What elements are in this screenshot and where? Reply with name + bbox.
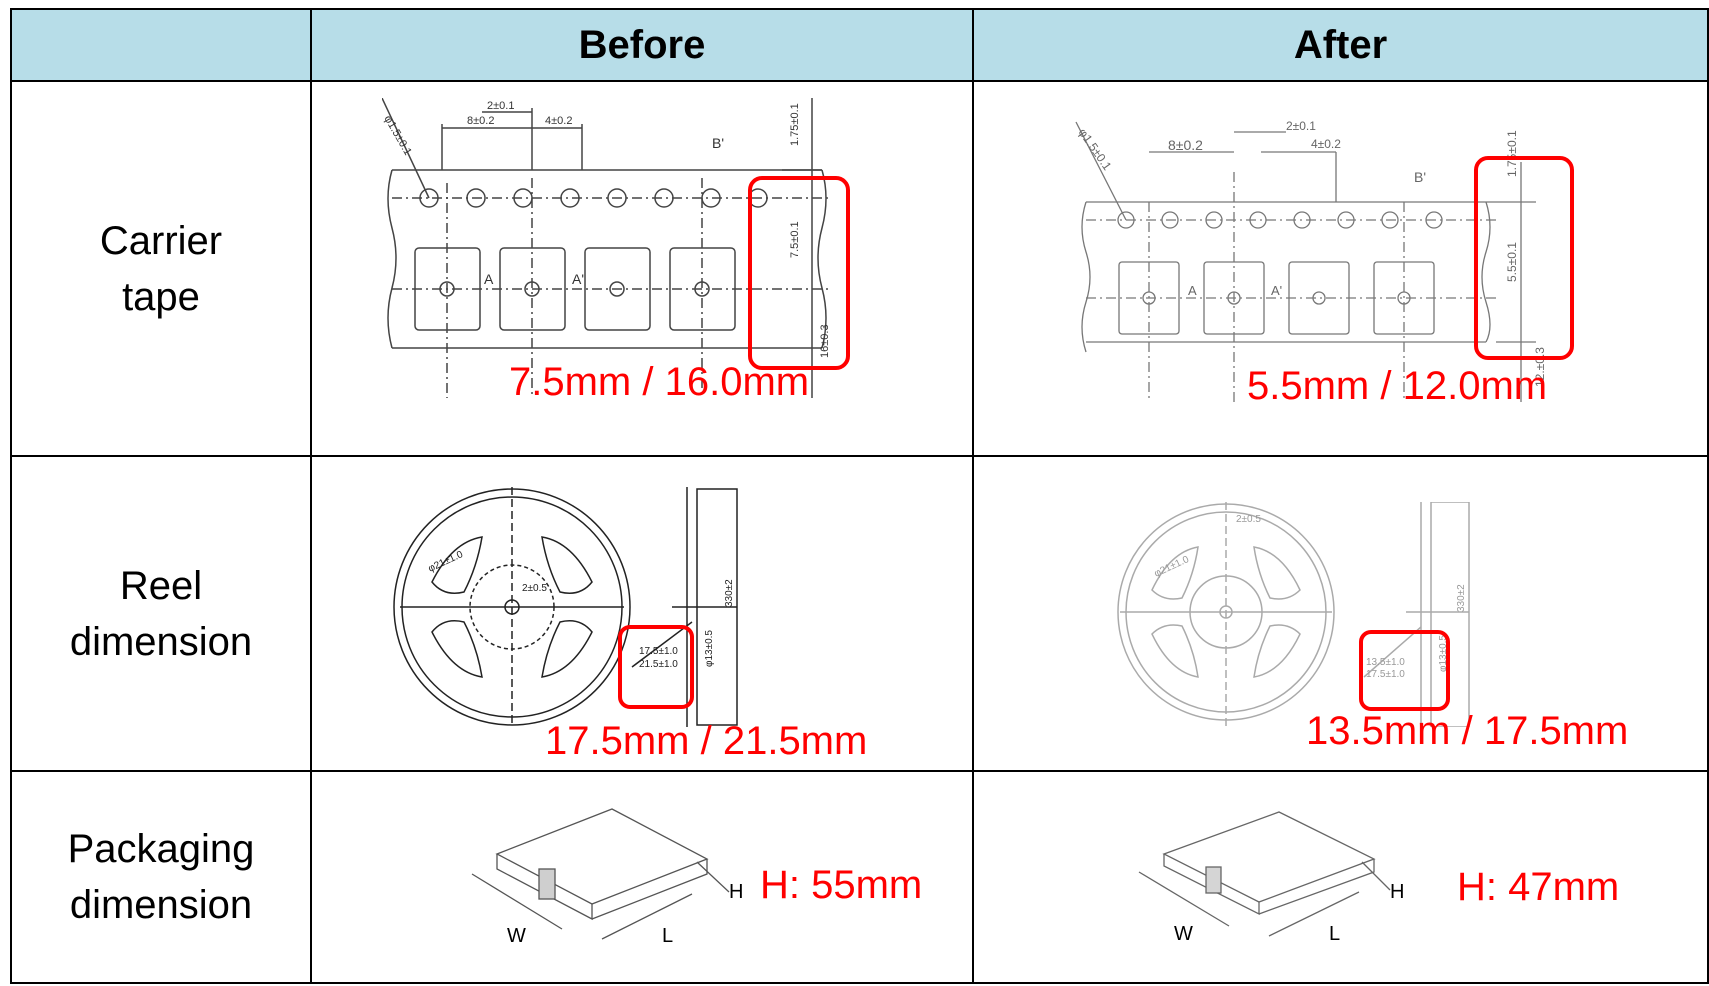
highlight-box bbox=[748, 176, 850, 370]
reel-mark: φ13±0.5 bbox=[704, 630, 715, 667]
reel-mark: 330±2 bbox=[1456, 584, 1467, 612]
reel-mark: 21.5±1.0 bbox=[639, 659, 678, 670]
tape-mark: 4±0.2 bbox=[545, 115, 572, 127]
row-label-carrier-tape: Carrier tape bbox=[10, 80, 312, 457]
header-blank bbox=[10, 8, 312, 82]
tape-mark: 7.5±0.1 bbox=[789, 221, 801, 258]
reel-before-caption: 17.5mm / 21.5mm bbox=[545, 719, 868, 763]
reel-after-cell: φ21±1.0 2±0.5 13.5±1.0 17.5±1.0 φ13±0.5 … bbox=[972, 455, 1709, 772]
row-label-line: dimension bbox=[69, 619, 253, 664]
highlight-box bbox=[1474, 156, 1574, 360]
reel-after-caption: 13.5mm / 17.5mm bbox=[1306, 709, 1629, 753]
packaging-l-mark: L bbox=[1329, 923, 1340, 944]
packaging-after-caption: H: 47mm bbox=[1457, 865, 1620, 909]
packaging-after-cell: W L H H: 47mm bbox=[972, 770, 1709, 984]
highlight-box bbox=[618, 625, 694, 709]
tape-mark: 1.75±0.1 bbox=[789, 103, 801, 146]
tape-mark: A' bbox=[572, 271, 584, 287]
row-label-line: Carrier bbox=[99, 218, 223, 263]
header-row: Before After bbox=[10, 8, 1709, 82]
packaging-before-caption: H: 55mm bbox=[760, 863, 923, 907]
tape-mark: φ1.5±0.1 bbox=[382, 114, 414, 158]
packaging-w-mark: W bbox=[1174, 923, 1193, 944]
carrier-tape-before-drawing: 2±0.1 8±0.2 4±0.2 B' A A' 1.75±0.1 7.5±0… bbox=[382, 98, 850, 398]
row-carrier-tape: Carrier tape bbox=[10, 80, 1709, 457]
carrier-tape-after-caption: 5.5mm / 12.0mm bbox=[1247, 364, 1548, 408]
tape-mark: 5.5±0.1 bbox=[1505, 242, 1519, 282]
packaging-w-mark: W bbox=[507, 925, 526, 944]
row-packaging-dimension: Packaging dimension W L H bbox=[10, 770, 1709, 984]
tape-mark: A bbox=[1188, 283, 1197, 298]
tape-mark: 2±0.1 bbox=[1286, 119, 1316, 133]
reel-mark: φ21±1.0 bbox=[1153, 554, 1192, 580]
row-label-line: dimension bbox=[69, 883, 253, 927]
reel-mark: 13.5±1.0 bbox=[1366, 657, 1405, 668]
carrier-tape-after-cell: 2±0.1 8±0.2 4±0.2 B' A A' 1.75±0.1 5.5±0… bbox=[972, 80, 1709, 457]
tape-mark: 8±0.2 bbox=[1168, 137, 1203, 153]
row-label-line: Packaging bbox=[67, 827, 255, 871]
packaging-l-mark: L bbox=[662, 925, 673, 944]
reel-mark: 17.5±1.0 bbox=[639, 646, 678, 657]
carrier-tape-before-cell: 2±0.1 8±0.2 4±0.2 B' A A' 1.75±0.1 7.5±0… bbox=[310, 80, 974, 457]
tape-mark: φ1.5±0.1 bbox=[1076, 126, 1115, 173]
reel-before-cell: φ21±1.0 2±0.5 17.5±1.0 21.5±1.0 φ13±0.5 … bbox=[310, 455, 974, 772]
reel-mark: 2±0.5 bbox=[1236, 514, 1261, 525]
reel-mark: 330±2 bbox=[724, 579, 735, 607]
header-after: After bbox=[972, 8, 1709, 82]
packaging-before-cell: W L H H: 55mm bbox=[310, 770, 974, 984]
row-label-packaging-dimension: Packaging dimension bbox=[10, 770, 312, 984]
header-before: Before bbox=[310, 8, 974, 82]
packaging-h-mark: H bbox=[729, 881, 743, 903]
highlight-box bbox=[1359, 630, 1450, 711]
reel-mark: 2±0.5 bbox=[522, 583, 547, 594]
reel-after-drawing: φ21±1.0 2±0.5 13.5±1.0 17.5±1.0 φ13±0.5 … bbox=[1117, 502, 1470, 727]
reel-before-drawing: φ21±1.0 2±0.5 17.5±1.0 21.5±1.0 φ13±0.5 … bbox=[393, 487, 738, 727]
packaging-after-drawing: W L H bbox=[1138, 811, 1404, 944]
reel-mark: φ21±1.0 bbox=[427, 549, 466, 575]
reel-mark: φ13±0.5 bbox=[1438, 635, 1449, 672]
tape-mark: A bbox=[484, 271, 494, 287]
tape-mark: 1.75±0.1 bbox=[1505, 130, 1519, 177]
tape-mark: B' bbox=[1414, 169, 1426, 185]
tape-mark: 4±0.2 bbox=[1311, 137, 1341, 151]
row-reel-dimension: Reel dimension bbox=[10, 455, 1709, 772]
packaging-h-mark: H bbox=[1390, 881, 1404, 903]
row-label-reel-dimension: Reel dimension bbox=[10, 455, 312, 772]
tape-mark: 2±0.1 bbox=[487, 100, 514, 112]
carrier-tape-after-drawing: 2±0.1 8±0.2 4±0.2 B' A A' 1.75±0.1 5.5±0… bbox=[1075, 119, 1574, 402]
tape-mark: B' bbox=[712, 135, 724, 151]
tape-mark: 16±0.3 bbox=[819, 324, 831, 358]
comparison-table: Before After Carrier tape bbox=[10, 8, 1709, 984]
reel-mark: 17.5±1.0 bbox=[1366, 669, 1405, 680]
tape-mark: 8±0.2 bbox=[467, 115, 494, 127]
row-label-line: tape bbox=[122, 274, 200, 319]
packaging-before-drawing: W L H bbox=[471, 808, 743, 944]
tape-mark: A' bbox=[1271, 283, 1282, 298]
row-label-line: Reel bbox=[119, 563, 203, 608]
carrier-tape-before-caption: 7.5mm / 16.0mm bbox=[509, 360, 810, 404]
